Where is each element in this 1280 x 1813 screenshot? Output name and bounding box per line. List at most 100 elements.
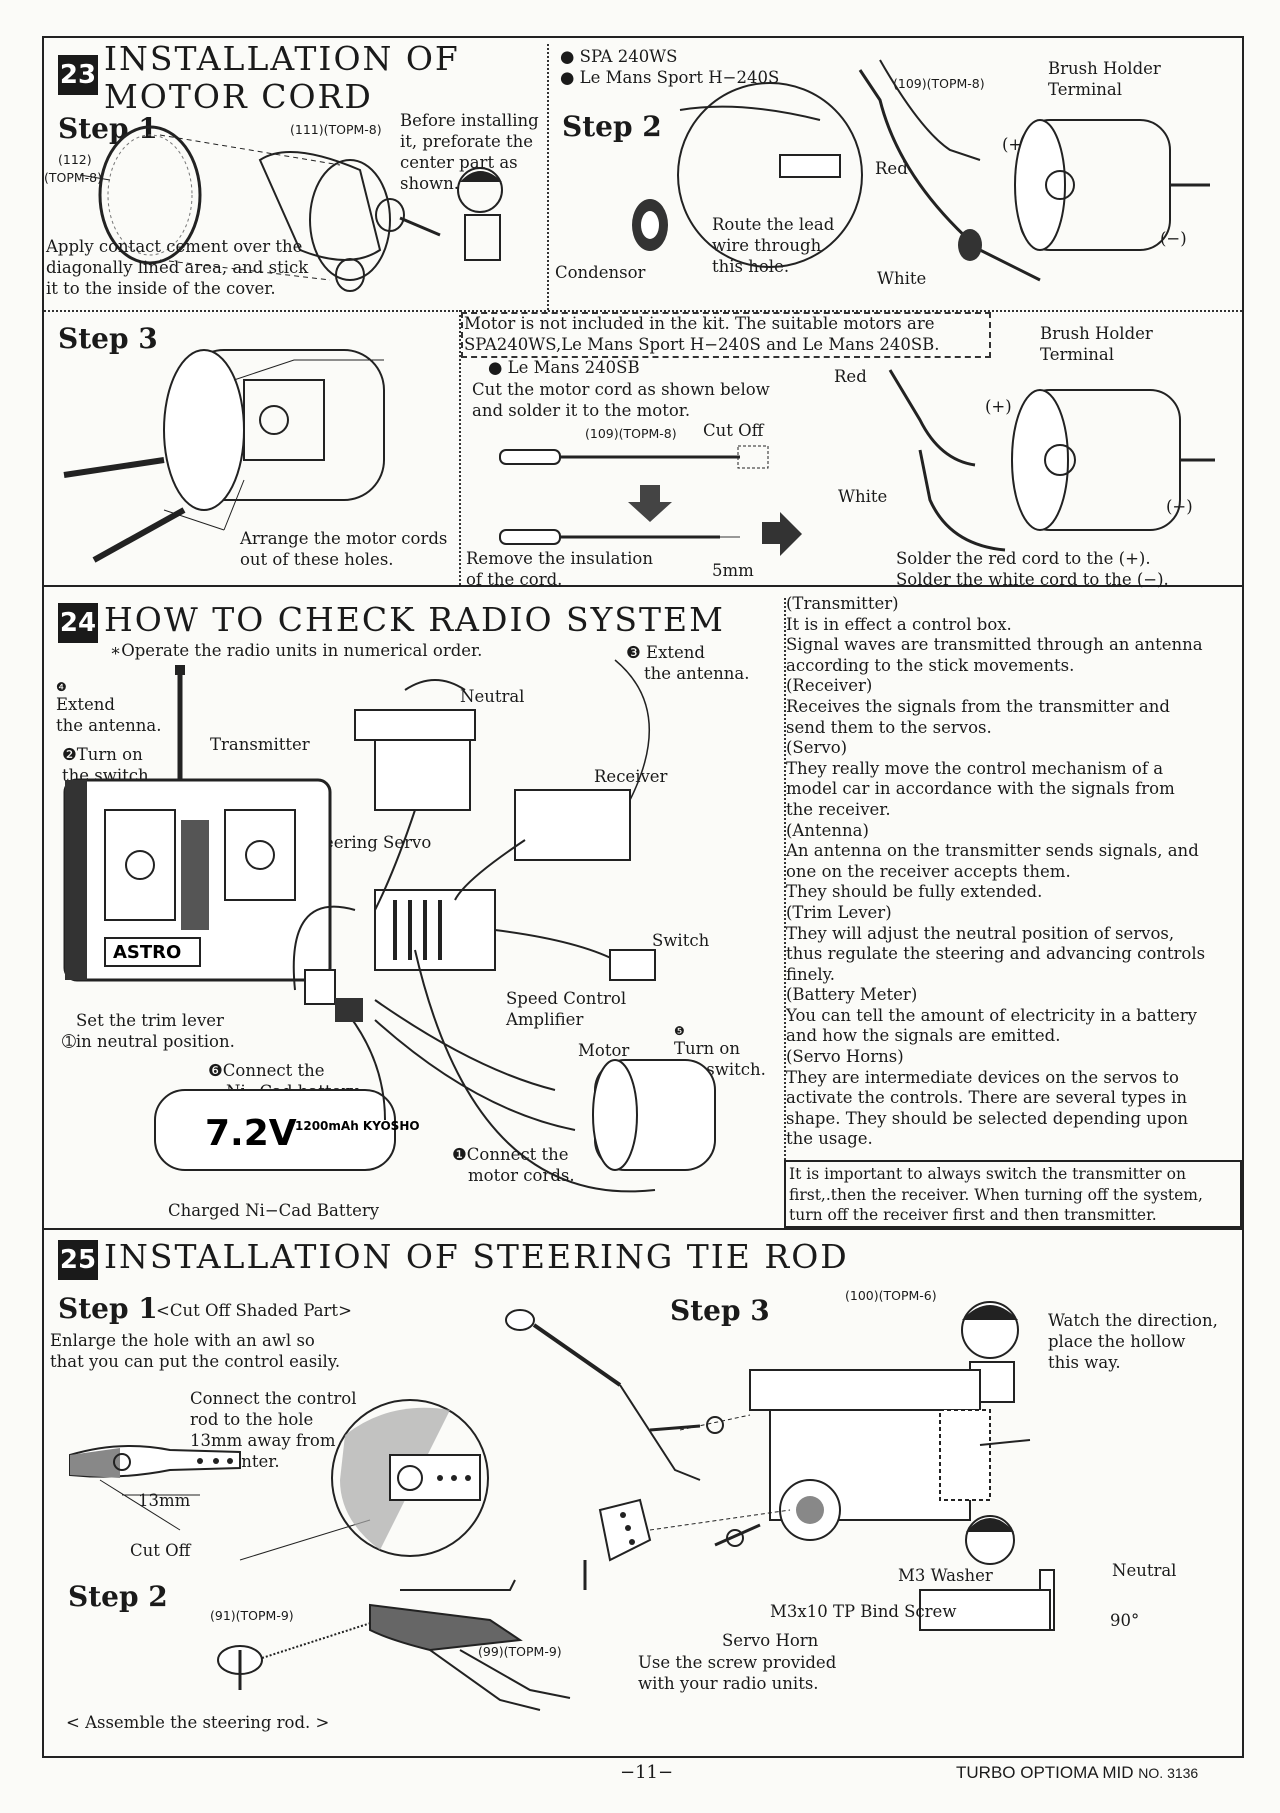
s23-cut-off-label: Cut Off — [703, 421, 764, 440]
s24-extend3: ❸ Extend the antenna. — [626, 642, 749, 684]
s25-use-screw: Use the screw provided with your radio u… — [638, 1652, 836, 1694]
s25-cut-shaded: <Cut Off Shaded Part> — [156, 1301, 352, 1320]
explanation-line: shape. They should be selected depending… — [786, 1108, 1189, 1128]
brush-holder-line: Brush Holder — [1040, 324, 1153, 343]
divider-s23-lower — [459, 310, 461, 585]
battery-text: 7.2V — [205, 1113, 297, 1154]
section-25-badge: 25 — [58, 1240, 98, 1280]
s25-assemble-note: < Assemble the steering rod. > — [66, 1713, 330, 1732]
important-line: It is important to always switch the tra… — [789, 1165, 1186, 1183]
explanation-heading: (Servo) — [786, 738, 848, 758]
s25-step2-heading: Step 2 — [68, 1580, 168, 1613]
s24-connect-motor: ❶Connect the motor cords. — [452, 1144, 575, 1186]
explanation-line: finely. — [786, 964, 836, 984]
divider-s23-vertical — [547, 44, 549, 310]
set-trim-line: ➀in neutral position. — [62, 1032, 235, 1051]
s24-operate-note: ∗Operate the radio units in numerical or… — [110, 641, 483, 660]
turn-on-line: ❷Turn on — [62, 745, 143, 764]
explanation-line: You can tell the amount of electricity i… — [786, 1005, 1197, 1025]
explanation-heading: (Servo Horns) — [786, 1047, 904, 1067]
s25-step1-heading: Step 1 — [58, 1292, 158, 1325]
s23-step1-tag-112a: (112) — [58, 152, 92, 167]
enlarge-line: that you can put the control easily. — [50, 1352, 341, 1371]
s23-arrange-note: Arrange the motor cords out of these hol… — [240, 528, 447, 570]
extend4-line: the antenna. — [56, 716, 162, 735]
s24-battery-label: Charged Ni−Cad Battery — [168, 1201, 380, 1220]
enlarge-line: Enlarge the hole with an awl so — [50, 1331, 315, 1350]
s25-servo-horn: Servo Horn — [722, 1631, 819, 1650]
s25-tag-91: (91)(TOPM-9) — [210, 1608, 294, 1623]
s25-watch-note: Watch the direction, place the hollow th… — [1048, 1310, 1218, 1373]
explanation-line: and how the signals are emitted. — [786, 1026, 1061, 1046]
explanation-line: It is in effect a control box. — [786, 614, 1012, 634]
motor-note-line: Motor is not included in the kit. The su… — [464, 314, 935, 333]
s25-step1-illustration — [69, 1399, 489, 1561]
s24-motor-label: Motor — [578, 1041, 630, 1060]
s23-step3-illustration — [63, 349, 385, 563]
connect-rod-line: 13mm away from — [190, 1431, 336, 1450]
s24-extend4: ❹ Extend the antenna. — [56, 680, 161, 736]
s23-route-note: Route the lead wire through this hole. — [712, 214, 834, 277]
footer-model-no: NO. 3136 — [1138, 1765, 1199, 1781]
s24-receiver-label: Receiver — [594, 767, 668, 786]
s23-step2-white: White — [877, 269, 927, 288]
important-line: first,.then the receiver. When turning o… — [789, 1185, 1203, 1204]
speed-control-line: Speed Control — [506, 989, 627, 1008]
connect-rod-line: rod to the hole — [190, 1410, 314, 1429]
s23-step1-tag-111: (111)(TOPM-8) — [290, 122, 382, 137]
s23-step3-white: White — [838, 487, 888, 506]
set-trim-line: Set the trim lever — [76, 1011, 224, 1030]
route-line: this hole. — [712, 257, 790, 276]
cut-note-line: Cut the motor cord as shown below — [472, 380, 770, 399]
explanation-line: Receives the signals from the transmitte… — [786, 696, 1170, 716]
footer-page-number: −11− — [620, 1762, 674, 1783]
motor-name: ● SPA 240WS — [560, 47, 678, 66]
turn-on6-line: ❺ — [674, 1024, 685, 1038]
divider-24-25 — [42, 1228, 1244, 1230]
explanation-line: activate the controls. There are several… — [786, 1088, 1188, 1108]
s25-enlarge-note: Enlarge the hole with an awl so that you… — [50, 1330, 340, 1372]
speed-control-line: Amplifier — [506, 1010, 584, 1029]
s25-neutral-label: Neutral — [1112, 1561, 1177, 1580]
s24-set-trim: Set the trim lever ➀in neutral position. — [62, 1010, 235, 1052]
cement-note-line: it to the inside of the cover. — [46, 279, 276, 298]
footer-model: TURBO OPTIOMA MID NO. 3136 — [956, 1762, 1198, 1784]
s23-step3-heading: Step 3 — [58, 322, 158, 355]
s24-explanations: (Transmitter) It is in effect a control … — [786, 594, 1241, 1150]
cement-note-line: diagonally lined area, and stick — [46, 258, 309, 277]
divider-s24 — [784, 598, 786, 1160]
s25-m3-screw: M3x10 TP Bind Screw — [770, 1602, 957, 1621]
turn-on6-line: Turn on — [674, 1039, 740, 1058]
extend4-line: Extend — [56, 695, 115, 714]
s23-solder-illustration — [888, 369, 1215, 552]
s25-13mm-label: 13mm — [138, 1491, 191, 1510]
arrange-line: Arrange the motor cords — [240, 529, 448, 548]
explanation-line: model car in accordance with the signals… — [786, 779, 1175, 799]
explanation-heading: (Receiver) — [786, 676, 873, 696]
astro-logo-text: ASTRO — [113, 942, 181, 963]
s24-transmitter-label: Transmitter — [210, 735, 310, 754]
s23-remove-note: Remove the insulation of the cord. — [466, 548, 653, 590]
s23-lemans-heading: ● Le Mans 240SB — [488, 358, 640, 377]
footer-model-name: TURBO OPTIOMA MID — [956, 1763, 1134, 1782]
s23-solder-note: Solder the red cord to the (+). Solder t… — [896, 548, 1169, 590]
section-23-title-line1: INSTALLATION OF — [104, 39, 460, 78]
explanation-heading: (Battery Meter) — [786, 985, 918, 1005]
s25-step3-heading: Step 3 — [670, 1294, 770, 1327]
s23-step2-heading: Step 2 — [562, 110, 662, 143]
explanation-line: send them to the servos. — [786, 717, 992, 737]
before-note-line: center part as — [400, 153, 518, 172]
solder-line: Solder the white cord to the (−). — [896, 570, 1169, 589]
s24-speed-control-label: Speed Control Amplifier — [506, 988, 626, 1030]
connect-rod-line: Connect the control — [190, 1389, 357, 1408]
section-24-title: HOW TO CHECK RADIO SYSTEM — [104, 600, 725, 639]
s23-step2-red: Red — [875, 159, 908, 178]
s24-switch-label: Switch — [652, 931, 710, 950]
s24-steering-servo-label: Steering Servo — [306, 833, 432, 852]
explanation-line: They will adjust the neutral position of… — [786, 923, 1175, 943]
explanation-line: according to the stick movements. — [786, 655, 1075, 675]
use-screw-line: Use the screw provided — [638, 1653, 837, 1672]
s23-step2-illustration — [632, 59, 1210, 282]
extend3-line: ❸ Extend — [626, 643, 705, 662]
watch-line: place the hollow — [1048, 1332, 1186, 1351]
